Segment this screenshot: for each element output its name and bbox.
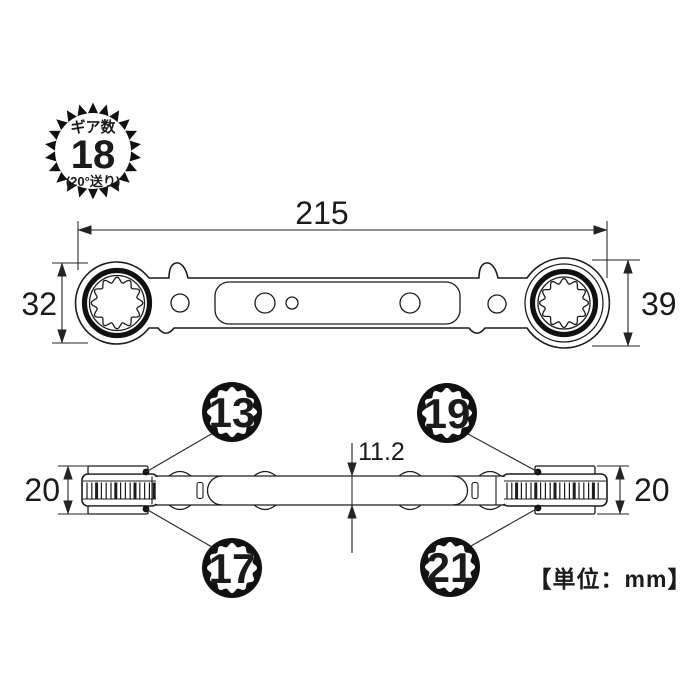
socket-size-badges: 13 19 17 21 [145,382,539,598]
handle-capsule-right-cap [452,475,469,506]
socket-badge-21-scallop [424,541,476,593]
rivet-side-left [196,481,204,500]
right-socket-inner-ring [537,276,591,330]
left-12pt-socket [90,276,144,330]
left-top-cover-plate [87,465,149,475]
left-ratchet-gear-teeth [86,482,156,499]
gear-count-badge: ギア数 18 (20°送り) [45,102,141,200]
socket-size-top-left: 13 [209,389,256,436]
rivet-side-right [471,481,479,500]
socket-badge-21: 21 [420,537,480,597]
right-socket-ring [529,268,599,338]
dimension-right-head-thickness: 20 [597,465,670,515]
socket-size-bottom-left: 17 [209,545,256,592]
right-ratchet-gear-teeth [506,482,599,499]
gear-count-value: 18 [71,133,116,177]
left-socket-inner-ring [88,274,146,332]
socket-badge-19: 19 [417,383,477,443]
dimension-handle-thickness: 11.2 [347,438,405,553]
socket-badge-17-scallop [206,542,258,594]
socket-badge-13-scallop [206,386,258,438]
dimension-overall-length: 215 [77,195,608,278]
socket-badge-13: 13 [202,382,262,442]
starburst-icon [45,102,141,200]
right-head-ring [524,263,604,343]
dim-right-thickness-value: 20 [634,472,670,508]
handle-plate-edge [214,281,461,325]
right-bottom-cover-plate [534,505,596,515]
wrench-outline [74,257,611,349]
unit-label: 【単位：mm】 [529,566,692,592]
rivet-holes [170,292,507,314]
top-view-drawing [74,257,611,349]
dim-left-head-width-value: 32 [21,286,57,322]
dimension-right-head-width: 39 [592,259,677,347]
dim-left-thickness-value: 20 [24,472,60,508]
left-socket-ring [81,267,153,339]
gear-feed-value: (20°送り) [66,174,120,189]
gear-count-label: ギア数 [70,118,116,136]
socket-badge-19-scallop [421,387,473,439]
dim-right-head-width-value: 39 [641,286,677,322]
socket-size-top-right: 19 [424,390,471,437]
handle-capsule-left-cap [206,475,223,506]
dim-handle-thickness-value: 11.2 [358,438,405,466]
dimension-left-head-width: 32 [21,262,88,344]
socket-badge-17: 17 [202,538,262,598]
dim-overall-length-value: 215 [295,195,348,231]
socket-size-bottom-right: 21 [427,544,474,591]
right-top-cover-plate [534,465,596,475]
right-12pt-socket [538,277,590,329]
left-bottom-cover-plate [87,505,149,515]
rivet-bumps [168,470,502,511]
side-view-drawing [81,465,608,515]
dimension-left-head-thickness: 20 [24,465,90,515]
